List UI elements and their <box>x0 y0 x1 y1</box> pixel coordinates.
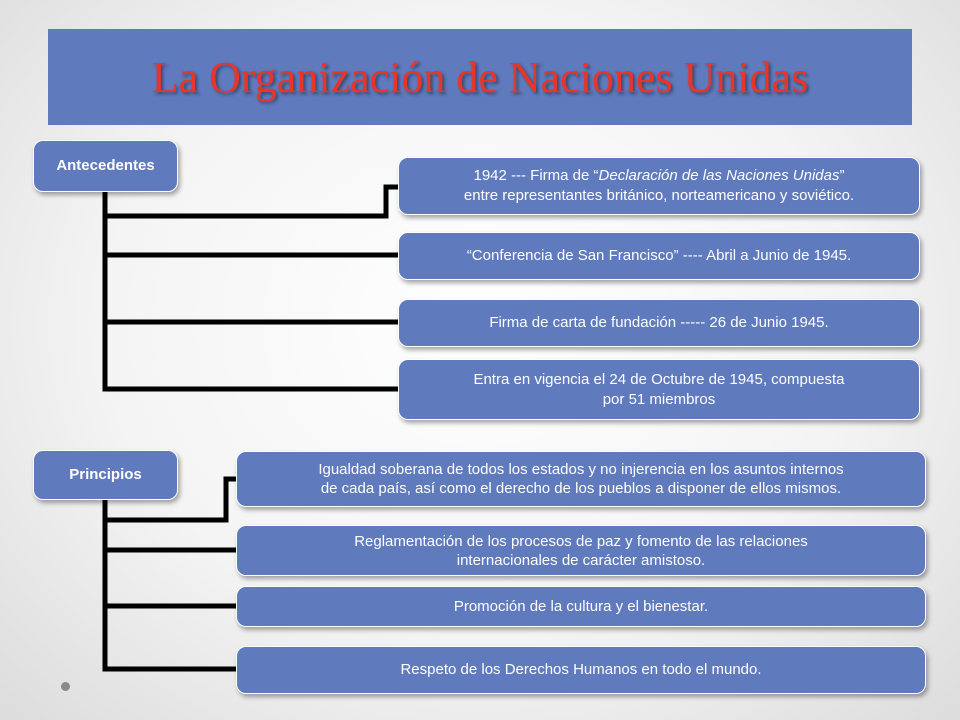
antecedentes-item-2: “Conferencia de San Francisco” ---- Abri… <box>398 232 920 280</box>
principios-header: Principios <box>33 450 178 500</box>
principios-item-2-line2: internacionales de carácter amistoso. <box>456 551 706 569</box>
principios-item-1: Igualdad soberana de todos los estados y… <box>236 451 926 507</box>
page-title: La Organización de Naciones Unidas <box>151 52 809 102</box>
antecedentes-item-4-line1: Entra en vigencia el 24 de Octubre de 19… <box>473 370 845 388</box>
principios-item-1-line2: de cada país, así como el derecho de los… <box>320 480 842 497</box>
antecedentes-item-1-line2: entre representantes británico, norteame… <box>463 187 855 204</box>
antecedentes-item-4: Entra en vigencia el 24 de Octubre de 19… <box>398 359 920 420</box>
principios-item-3: Promoción de la cultura y el bienestar. <box>236 586 926 627</box>
principios-item-4: Respeto de los Derechos Humanos en todo … <box>236 646 926 694</box>
connector-principios-3 <box>102 550 238 609</box>
connector-principios-2 <box>102 520 238 553</box>
connector-antecedentes-4 <box>102 322 400 392</box>
principios-item-2: Reglamentación de los procesos de paz y … <box>236 525 926 576</box>
antecedentes-item-3: Firma de carta de fundación ----- 26 de … <box>398 299 920 347</box>
antecedentes-header: Antecedentes <box>33 140 178 192</box>
principios-label: Principios <box>69 466 142 483</box>
antecedentes-item-1: 1942 --- Firma de “Declaración de las Na… <box>398 157 920 215</box>
antecedentes-label: Antecedentes <box>56 157 155 174</box>
connector-antecedentes-3 <box>102 255 400 325</box>
slide-bullet <box>61 682 70 691</box>
antecedentes-item-1-line1: 1942 --- Firma de “Declaración de las Na… <box>473 167 845 184</box>
declaration-name: Declaración de las Naciones Unidas <box>598 167 840 184</box>
principios-item-1-line1: Igualdad soberana de todos los estados y… <box>318 461 844 478</box>
antecedentes-item-4-line2: por 51 miembros <box>602 390 716 408</box>
principios-item-2-line1: Reglamentación de los procesos de paz y … <box>354 532 808 550</box>
title-banner: La Organización de Naciones Unidas <box>48 29 912 125</box>
connector-antecedentes-2 <box>102 216 400 258</box>
connector-principios-4 <box>102 606 238 672</box>
